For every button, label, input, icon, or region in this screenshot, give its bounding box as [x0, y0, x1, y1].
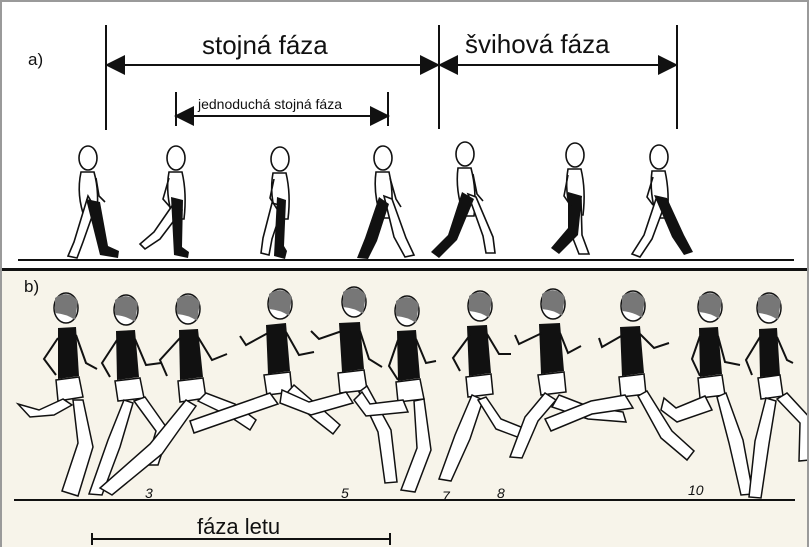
runner-figure-5 — [280, 287, 397, 483]
runner-figure-11 — [746, 293, 807, 498]
walking-figure-7 — [632, 145, 693, 257]
walking-diagram — [2, 2, 807, 268]
frame-number-3: 3 — [145, 485, 153, 501]
frame-number-7: 7 — [442, 488, 450, 504]
walking-figure-3 — [261, 147, 289, 259]
panel-b-running-cycle: b) — [2, 271, 807, 547]
flight-phase-label: fáza letu — [197, 514, 280, 540]
frame-number-5: 5 — [341, 485, 349, 501]
frame-number-10: 10 — [688, 482, 704, 498]
walking-figure-1 — [68, 146, 119, 258]
runner-figure-1 — [18, 293, 97, 496]
walking-figure-5 — [431, 142, 495, 258]
frame-number-8: 8 — [497, 485, 505, 501]
runner-figure-9 — [545, 291, 694, 460]
runner-figure-10 — [661, 292, 753, 495]
panel-a-walking-cycle: a) stojná fáza švihová fáza jednoduchá s… — [2, 2, 807, 268]
walking-figure-4 — [357, 146, 414, 259]
running-diagram — [2, 271, 807, 547]
walking-figure-2 — [140, 146, 189, 258]
runner-figure-8 — [510, 289, 626, 458]
walking-figure-6 — [551, 143, 589, 254]
